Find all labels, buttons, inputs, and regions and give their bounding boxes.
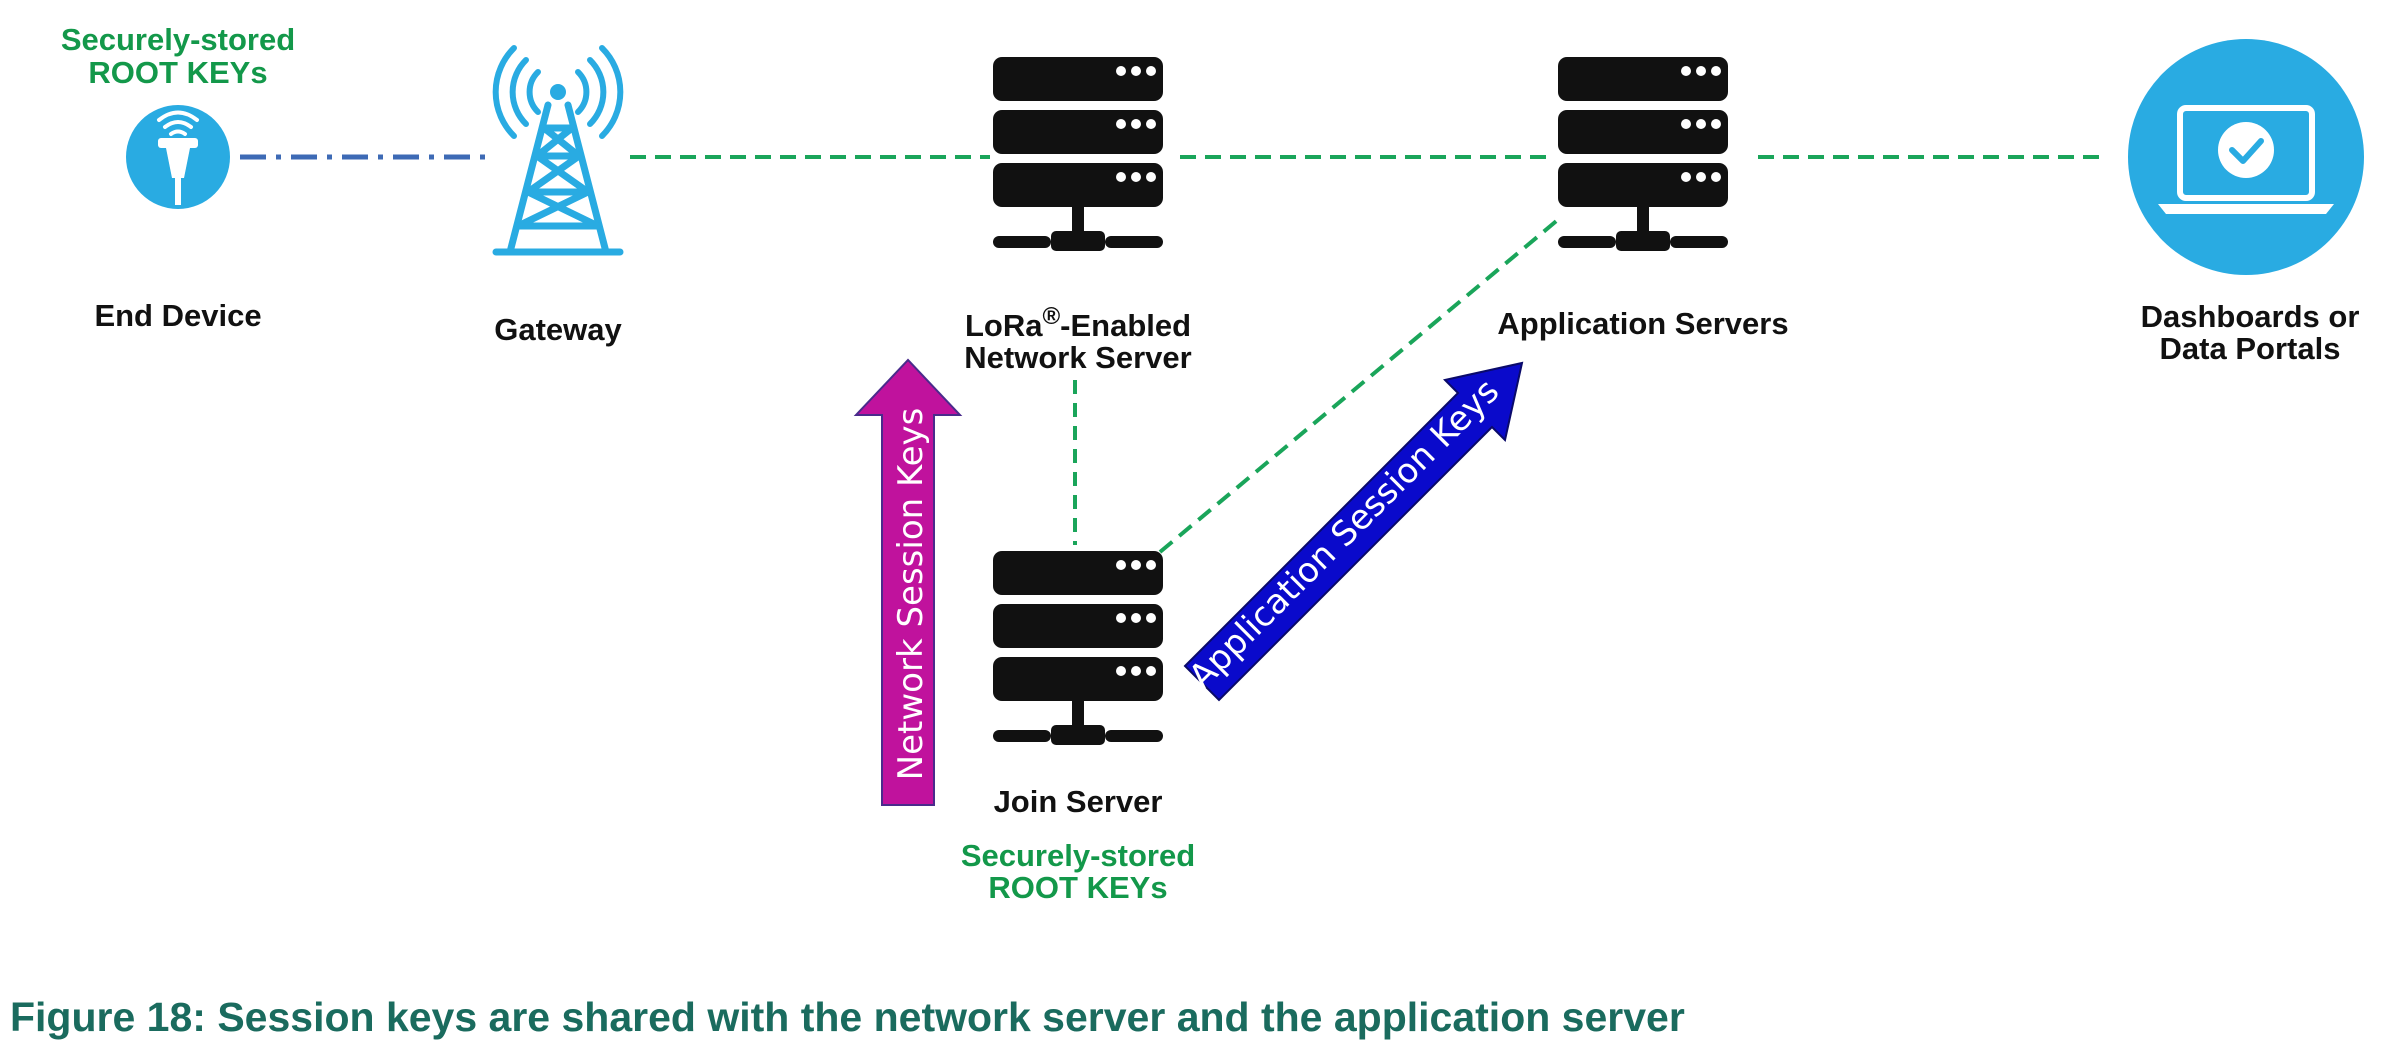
lora-text: LoRa xyxy=(965,308,1043,343)
application-session-keys-label: Application Session Keys xyxy=(1181,371,1507,697)
dashboards-label-line1: Dashboards or xyxy=(2141,299,2360,334)
cell-tower-icon xyxy=(492,45,624,256)
root-keys-top-line1: Securely-stored xyxy=(61,22,295,57)
wireless-sensor-icon xyxy=(126,105,230,209)
server-rack-icon xyxy=(993,57,1163,251)
root-keys-join-line1: Securely-stored xyxy=(961,838,1195,873)
root-keys-top-line2: ROOT KEYs xyxy=(88,55,267,90)
join-application-link xyxy=(1158,216,1562,554)
figure-caption: Figure 18: Session keys are shared with … xyxy=(10,994,1685,1040)
root-keys-join-line2: ROOT KEYs xyxy=(988,870,1167,905)
application-session-keys-arrow: Application Session Keys xyxy=(1181,361,1524,702)
join-server-label: Join Server xyxy=(994,784,1163,819)
network-server-label-line2: Network Server xyxy=(964,340,1191,375)
network-server-label-line1: LoRa®-Enabled xyxy=(965,303,1191,343)
registered-mark: ® xyxy=(1042,303,1060,330)
laptop-check-icon xyxy=(2128,39,2364,275)
dashboards-label-line2: Data Portals xyxy=(2160,331,2341,366)
gateway-label: Gateway xyxy=(494,312,622,347)
network-session-keys-label: Network Session Keys xyxy=(891,408,931,781)
server-rack-icon xyxy=(993,551,1163,745)
end-device-label: End Device xyxy=(94,298,261,333)
enabled-text: -Enabled xyxy=(1060,308,1191,343)
connection-lines xyxy=(240,154,2100,554)
application-servers-label: Application Servers xyxy=(1497,306,1788,341)
network-session-keys-arrow: Network Session Keys xyxy=(853,358,963,806)
server-rack-icon xyxy=(1558,57,1728,251)
